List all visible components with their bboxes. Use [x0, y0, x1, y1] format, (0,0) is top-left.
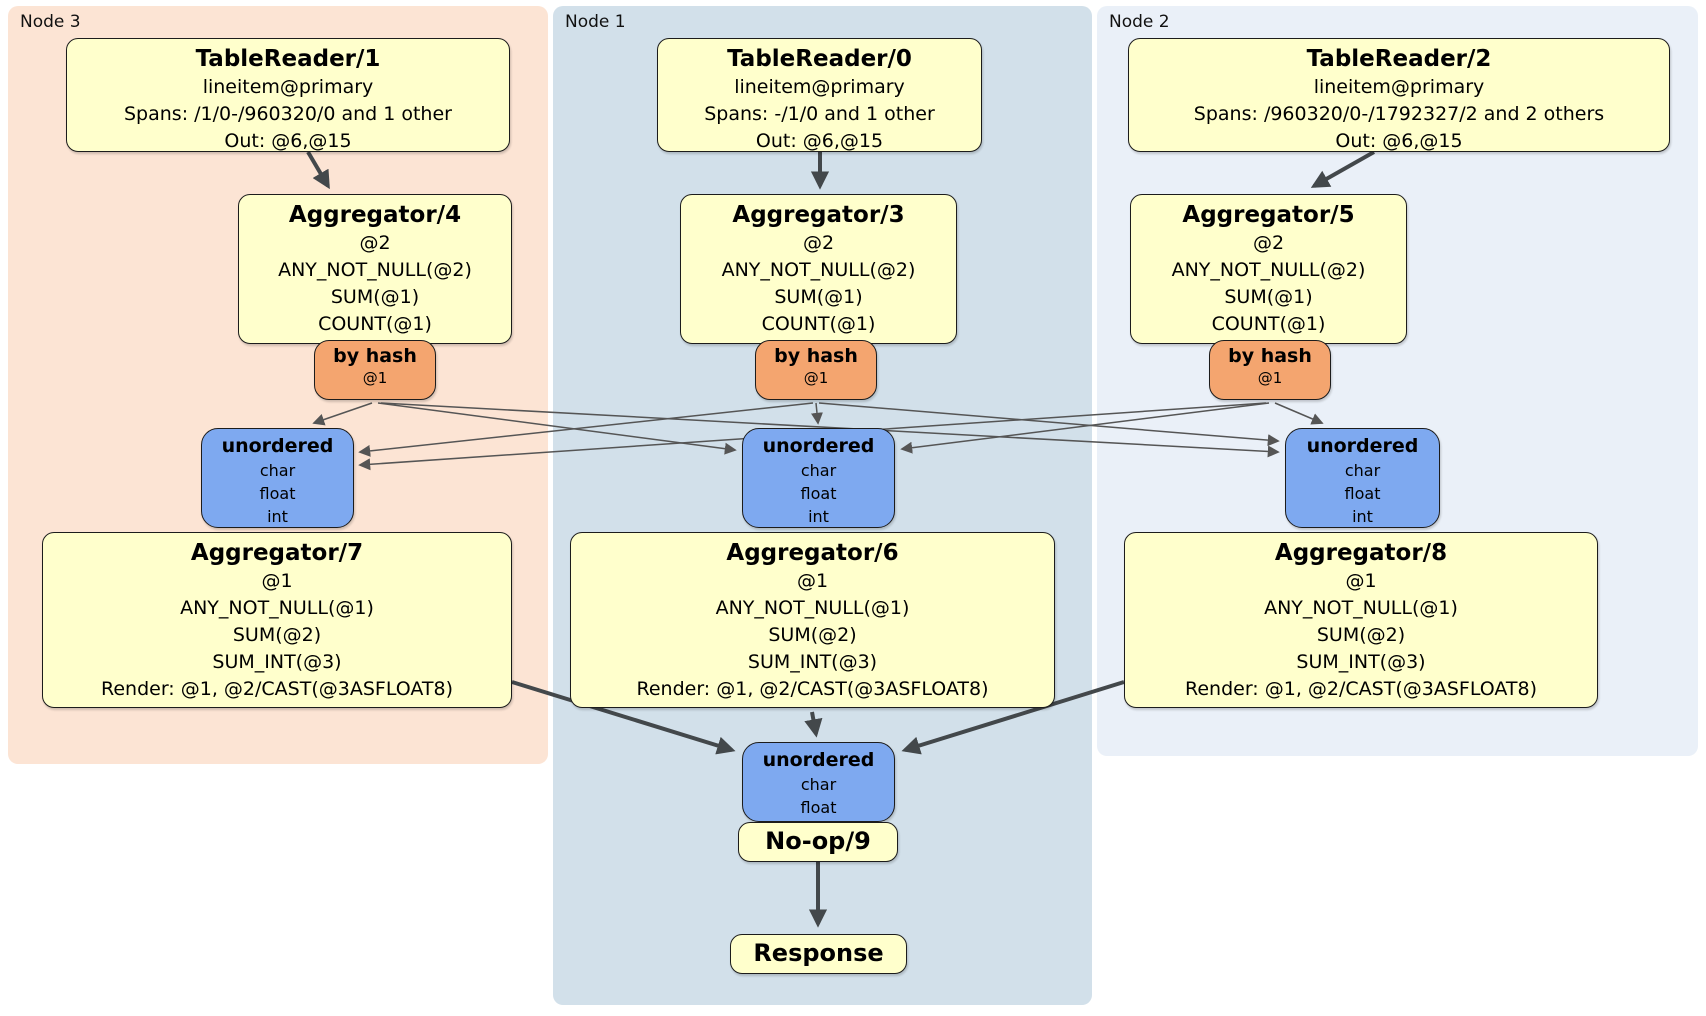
box-line: COUNT(@1)	[318, 313, 432, 335]
box-line: COUNT(@1)	[761, 313, 876, 335]
box-line: @2	[1252, 232, 1285, 254]
box-title: TableReader/0	[727, 46, 912, 72]
stream-unordered-final: unordered char float	[742, 742, 895, 822]
box-title: No-op/9	[765, 827, 871, 855]
box-line: Spans: -/1/0 and 1 other	[704, 103, 935, 125]
box-line: char	[259, 461, 296, 480]
box-line: Render: @1, @2/CAST(@3ASFLOAT8)	[1185, 678, 1537, 700]
box-line: SUM(@1)	[330, 286, 420, 308]
box-line: ANY_NOT_NULL(@1)	[180, 597, 374, 619]
box-title: unordered	[762, 749, 875, 771]
box-line: @2	[802, 232, 835, 254]
box-title: Aggregator/3	[732, 202, 905, 228]
box-title: TableReader/2	[1306, 46, 1492, 72]
box-line: ANY_NOT_NULL(@2)	[278, 259, 472, 281]
box-title: Aggregator/6	[726, 540, 899, 566]
box-line: @1	[796, 570, 829, 592]
box-line: SUM(@2)	[1316, 624, 1406, 646]
box-line: COUNT(@1)	[1211, 313, 1326, 335]
node1-label: Node 1	[565, 12, 626, 32]
box-line: char	[800, 775, 837, 794]
box-line: @1	[362, 369, 388, 387]
box-line: lineitem@primary	[734, 76, 905, 98]
box-line: ANY_NOT_NULL(@1)	[715, 597, 910, 619]
box-line: int	[808, 507, 829, 526]
box-title: TableReader/1	[195, 46, 381, 72]
box-line: @1	[1257, 369, 1283, 387]
box-line: SUM_INT(@3)	[212, 651, 342, 673]
box-title: Aggregator/7	[190, 540, 364, 566]
router-by-hash-node2: by hash @1	[1209, 340, 1331, 400]
stream-unordered-node2: unordered char float int	[1285, 428, 1440, 528]
box-line: SUM(@2)	[768, 624, 857, 646]
box-line: Render: @1, @2/CAST(@3ASFLOAT8)	[101, 678, 453, 700]
box-line: lineitem@primary	[202, 76, 374, 98]
box-title: Response	[753, 939, 884, 967]
box-line: ANY_NOT_NULL(@1)	[1264, 597, 1458, 619]
box-line: float	[259, 484, 296, 503]
box-line: SUM(@2)	[232, 624, 322, 646]
box-line: SUM(@1)	[774, 286, 863, 308]
box-line: int	[1352, 507, 1373, 526]
box-title: Aggregator/5	[1182, 202, 1355, 228]
box-title: unordered	[762, 435, 875, 457]
box-title: unordered	[221, 435, 334, 457]
box-title: Aggregator/4	[288, 202, 462, 228]
box-line: float	[800, 484, 837, 503]
processor-aggregator-6: Aggregator/6 @1 ANY_NOT_NULL(@1) SUM(@2)…	[570, 532, 1055, 708]
box-line: Out: @6,@15	[224, 130, 352, 152]
processor-aggregator-3: Aggregator/3 @2 ANY_NOT_NULL(@2) SUM(@1)…	[680, 194, 957, 344]
processor-noop-9: No-op/9	[738, 822, 898, 862]
processor-aggregator-4: Aggregator/4 @2 ANY_NOT_NULL(@2) SUM(@1)…	[238, 194, 512, 344]
box-title: Aggregator/8	[1274, 540, 1448, 566]
box-line: char	[1344, 461, 1381, 480]
box-line: float	[1344, 484, 1381, 503]
processor-tablereader-1: TableReader/1 lineitem@primary Spans: /1…	[66, 38, 510, 152]
box-line: int	[267, 507, 288, 526]
box-line: @1	[803, 369, 829, 387]
node2-label: Node 2	[1109, 12, 1170, 32]
box-line: SUM(@1)	[1224, 286, 1313, 308]
box-line: Out: @6,@15	[1335, 130, 1463, 152]
box-title: by hash	[333, 345, 417, 367]
node3-label: Node 3	[20, 12, 81, 32]
box-title: by hash	[1228, 345, 1312, 367]
stream-unordered-node1: unordered char float int	[742, 428, 895, 528]
router-by-hash-node3: by hash @1	[314, 340, 436, 400]
box-line: char	[800, 461, 837, 480]
processor-aggregator-5: Aggregator/5 @2 ANY_NOT_NULL(@2) SUM(@1)…	[1130, 194, 1407, 344]
processor-aggregator-8: Aggregator/8 @1 ANY_NOT_NULL(@1) SUM(@2)…	[1124, 532, 1598, 708]
box-line: Spans: /1/0-/960320/0 and 1 other	[124, 103, 452, 125]
box-line: Spans: /960320/0-/1792327/2 and 2 others	[1193, 103, 1605, 125]
response-box: Response	[730, 934, 907, 974]
router-by-hash-node1: by hash @1	[755, 340, 877, 400]
box-line: SUM_INT(@3)	[747, 651, 878, 673]
processor-tablereader-0: TableReader/0 lineitem@primary Spans: -/…	[657, 38, 982, 152]
processor-aggregator-7: Aggregator/7 @1 ANY_NOT_NULL(@1) SUM(@2)…	[42, 532, 512, 708]
box-line: Out: @6,@15	[755, 130, 884, 152]
processor-tablereader-2: TableReader/2 lineitem@primary Spans: /9…	[1128, 38, 1670, 152]
box-line: lineitem@primary	[1313, 76, 1485, 98]
box-line: float	[800, 798, 837, 817]
box-line: Render: @1, @2/CAST(@3ASFLOAT8)	[636, 678, 989, 700]
box-line: ANY_NOT_NULL(@2)	[721, 259, 916, 281]
box-line: ANY_NOT_NULL(@2)	[1171, 259, 1366, 281]
box-title: by hash	[774, 345, 858, 367]
box-line: @1	[1345, 570, 1377, 592]
box-line: SUM_INT(@3)	[1296, 651, 1426, 673]
box-line: @2	[359, 232, 391, 254]
box-title: unordered	[1306, 435, 1419, 457]
box-line: @1	[261, 570, 293, 592]
stream-unordered-node3: unordered char float int	[201, 428, 354, 528]
